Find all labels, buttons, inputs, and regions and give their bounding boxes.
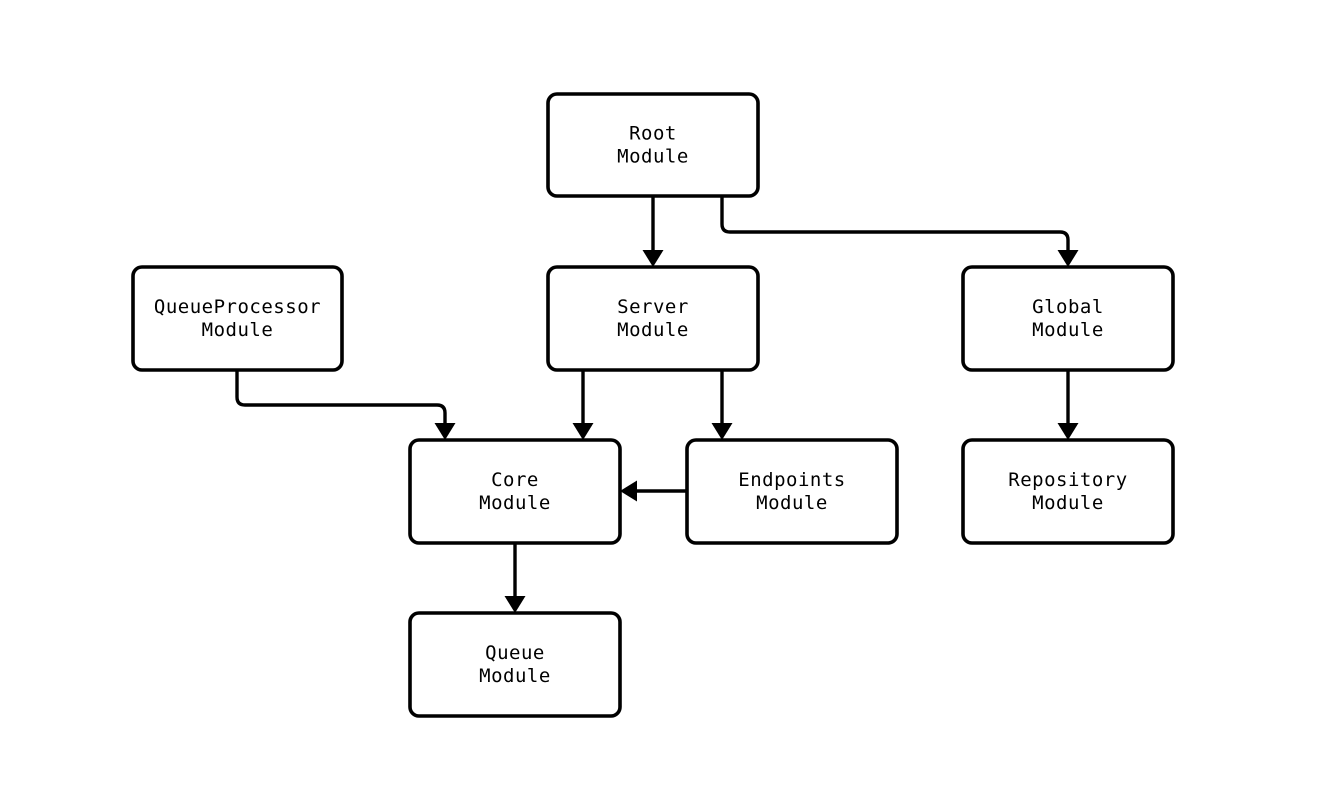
node-box[interactable] bbox=[546, 92, 760, 198]
node-box[interactable] bbox=[961, 438, 1175, 545]
nodes-layer: RootModuleQueueProcessorModuleServerModu… bbox=[131, 92, 1175, 718]
edge-queueprocessor-to-core bbox=[235, 370, 456, 440]
node-label-line1: Server bbox=[617, 296, 689, 318]
node-label-line2: Module bbox=[202, 319, 274, 341]
node-label-line2: Module bbox=[756, 492, 828, 514]
edge-server-to-endpoints bbox=[711, 370, 733, 440]
node-label-line1: Repository bbox=[1008, 469, 1127, 491]
node-label-line1: Core bbox=[491, 469, 539, 491]
node-box[interactable] bbox=[546, 265, 760, 372]
node-box[interactable] bbox=[408, 611, 622, 718]
node-label-line2: Module bbox=[617, 146, 689, 168]
edge-root-to-global bbox=[720, 196, 1079, 267]
node-box[interactable] bbox=[131, 265, 344, 372]
node-box[interactable] bbox=[685, 438, 899, 545]
node-label-line1: Endpoints bbox=[738, 469, 845, 491]
edge-global-to-repository bbox=[1057, 370, 1079, 440]
arrowhead-icon bbox=[711, 423, 733, 440]
arrowhead-icon bbox=[434, 423, 456, 440]
edge-root-to-server bbox=[642, 196, 664, 267]
node-label-line1: Root bbox=[629, 123, 677, 145]
node-label-line2: Module bbox=[617, 319, 689, 341]
node-box[interactable] bbox=[961, 265, 1175, 372]
node-label-line2: Module bbox=[479, 492, 551, 514]
arrowhead-icon bbox=[620, 480, 637, 502]
edge-line bbox=[720, 196, 1070, 252]
edge-core-to-queue bbox=[504, 543, 526, 613]
node-label-line2: Module bbox=[479, 665, 551, 687]
arrowhead-icon bbox=[504, 596, 526, 613]
edge-endpoints-to-core bbox=[620, 480, 687, 502]
edge-line bbox=[235, 370, 447, 425]
node-box[interactable] bbox=[408, 438, 622, 545]
edges-layer bbox=[235, 196, 1079, 613]
edge-server-to-core bbox=[572, 370, 594, 440]
arrowhead-icon bbox=[1057, 423, 1079, 440]
node-label-line2: Module bbox=[1032, 492, 1104, 514]
node-label-line2: Module bbox=[1032, 319, 1104, 341]
node-label-line1: Global bbox=[1032, 296, 1104, 318]
arrowhead-icon bbox=[572, 423, 594, 440]
arrowhead-icon bbox=[1057, 250, 1079, 267]
node-label-line1: QueueProcessor bbox=[154, 296, 321, 318]
node-label-line1: Queue bbox=[485, 642, 545, 664]
arrowhead-icon bbox=[642, 250, 664, 267]
